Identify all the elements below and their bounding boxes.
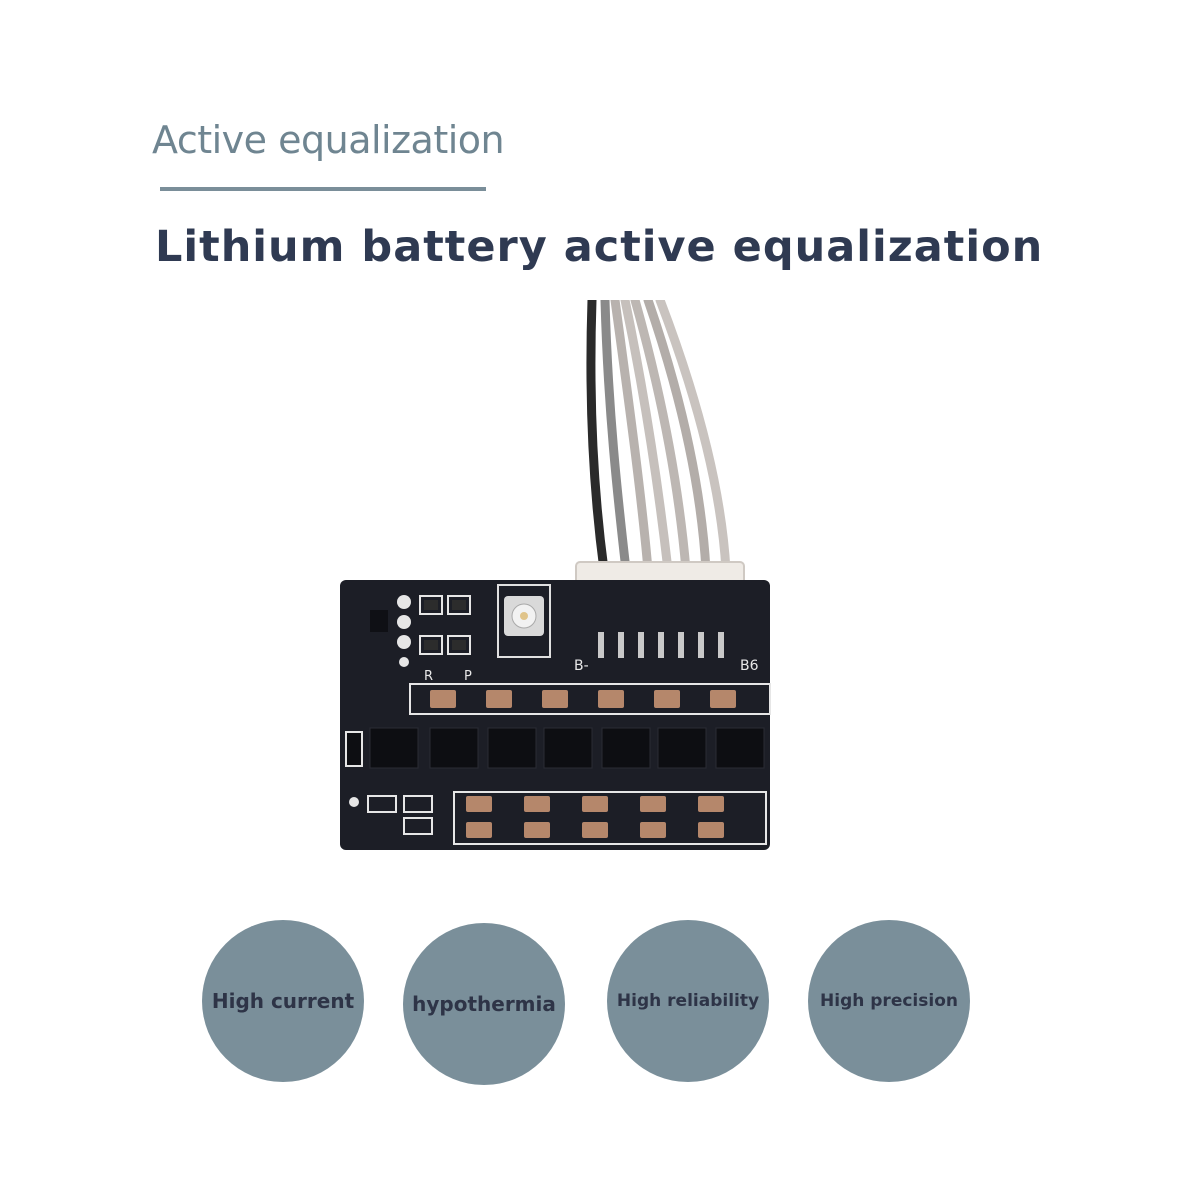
section-title: Active equalization — [152, 118, 505, 162]
feature-hypothermia: hypothermia — [403, 923, 565, 1085]
feature-label: hypothermia — [412, 992, 556, 1016]
silkscreen-r: R — [424, 669, 433, 684]
product-image-balancer-board: B- B6 R P — [340, 300, 771, 850]
silkscreen-p: P — [464, 669, 472, 684]
silkscreen-b-minus: B- — [574, 658, 589, 674]
feature-label: High current — [211, 989, 355, 1013]
feature-label: High reliability — [616, 991, 760, 1011]
push-button-switch — [497, 584, 551, 658]
feature-high-reliability: High reliability — [607, 920, 769, 1082]
feature-high-current: High current — [202, 920, 364, 1082]
silkscreen-b6: B6 — [740, 658, 759, 674]
title-underline — [160, 187, 486, 191]
page-headline: Lithium battery active equalization — [155, 222, 1044, 272]
cable-bundle — [586, 300, 731, 575]
feature-label: High precision — [820, 991, 958, 1011]
feature-high-precision: High precision — [808, 920, 970, 1082]
